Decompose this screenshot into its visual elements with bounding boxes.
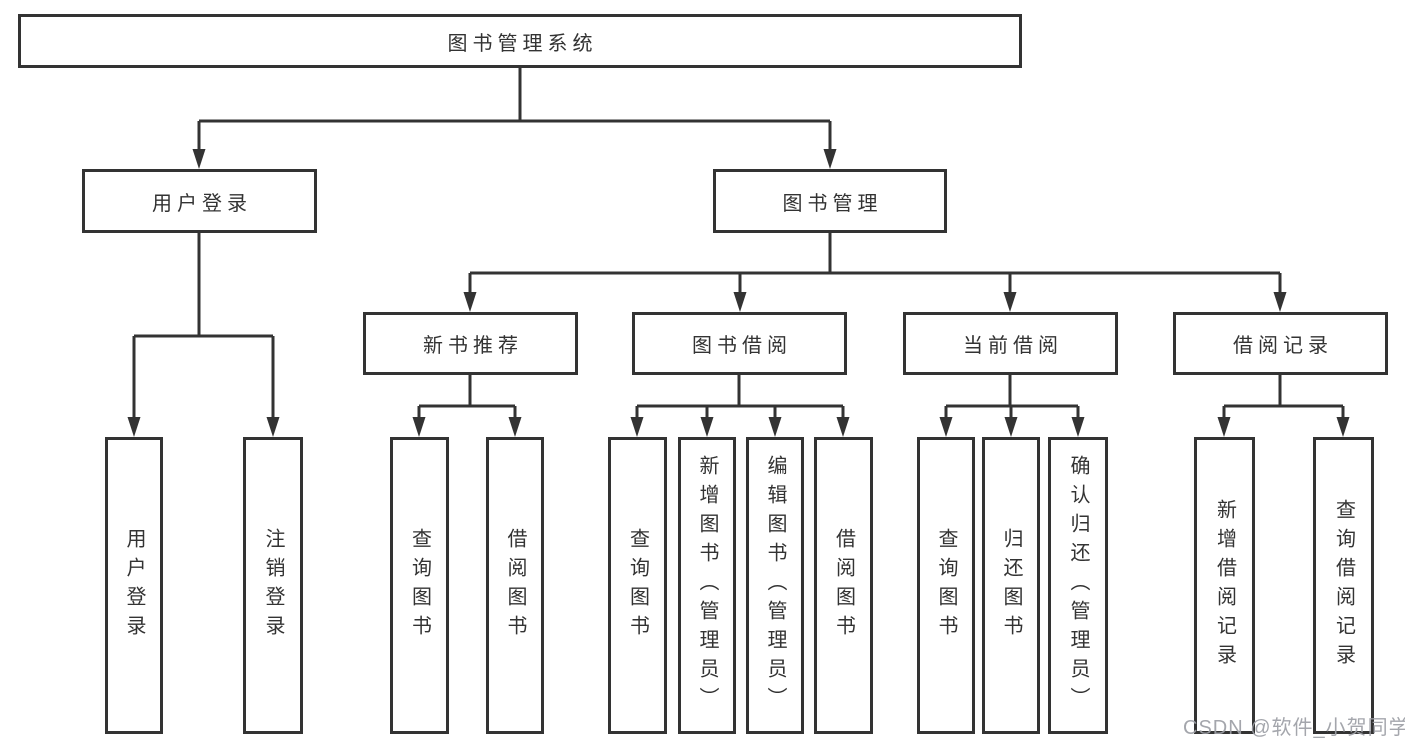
node-label: 图书管理系统 xyxy=(447,32,598,55)
leaf-user-login: 用户登录 xyxy=(105,437,163,734)
node-label: 查询图书 xyxy=(408,527,431,644)
leaf-add-borrow-record: 新增借阅记录 xyxy=(1194,437,1255,734)
node-label: 新增借阅记录 xyxy=(1213,498,1236,673)
node-label: 借阅图书 xyxy=(832,527,855,644)
node-label: 图书借阅 xyxy=(692,335,792,357)
node-current-borrow: 当前借阅 xyxy=(903,312,1118,375)
node-label: 归还图书 xyxy=(1000,527,1022,644)
node-label: 用户登录 xyxy=(123,527,145,644)
node-label: 新增图书（管理员） xyxy=(696,455,718,716)
leaf-return-book: 归还图书 xyxy=(982,437,1040,734)
node-label: 当前借阅 xyxy=(963,335,1063,357)
leaf-add-book-admin: 新增图书（管理员） xyxy=(678,437,736,734)
node-label: 图书管理 xyxy=(782,192,883,215)
node-label: 借阅图书 xyxy=(504,527,526,644)
node-label: 用户登录 xyxy=(152,192,252,215)
leaf-query-borrow-record: 查询借阅记录 xyxy=(1313,437,1374,734)
node-label: 注销登录 xyxy=(262,527,284,644)
node-book-borrow: 图书借阅 xyxy=(632,312,847,375)
leaf-edit-book-admin: 编辑图书（管理员） xyxy=(746,437,804,734)
node-label: 确认归还（管理员） xyxy=(1067,455,1089,716)
leaf-borrow-books-borrow: 借阅图书 xyxy=(814,437,873,734)
node-borrow-records: 借阅记录 xyxy=(1173,312,1388,375)
node-label: 编辑图书（管理员） xyxy=(764,455,786,716)
leaf-query-books-current: 查询图书 xyxy=(917,437,975,734)
leaf-logout: 注销登录 xyxy=(243,437,303,734)
csdn-watermark: CSDN @软件_小贺同学 xyxy=(1183,717,1405,739)
node-label: 查询借阅记录 xyxy=(1332,498,1355,673)
node-book-management: 图书管理 xyxy=(713,169,947,233)
node-new-book-recommend: 新书推荐 xyxy=(363,312,578,375)
leaf-query-books-borrow: 查询图书 xyxy=(608,437,667,734)
leaf-query-books-recommend: 查询图书 xyxy=(390,437,449,734)
node-label: 查询图书 xyxy=(626,527,649,644)
leaf-borrow-books-recommend: 借阅图书 xyxy=(486,437,544,734)
node-label: 借阅记录 xyxy=(1233,335,1333,357)
leaf-confirm-return-admin: 确认归还（管理员） xyxy=(1048,437,1108,734)
node-user-login: 用户登录 xyxy=(82,169,317,233)
node-label: 查询图书 xyxy=(935,527,957,644)
node-label: 新书推荐 xyxy=(423,335,523,357)
node-library-system: 图书管理系统 xyxy=(18,14,1022,68)
